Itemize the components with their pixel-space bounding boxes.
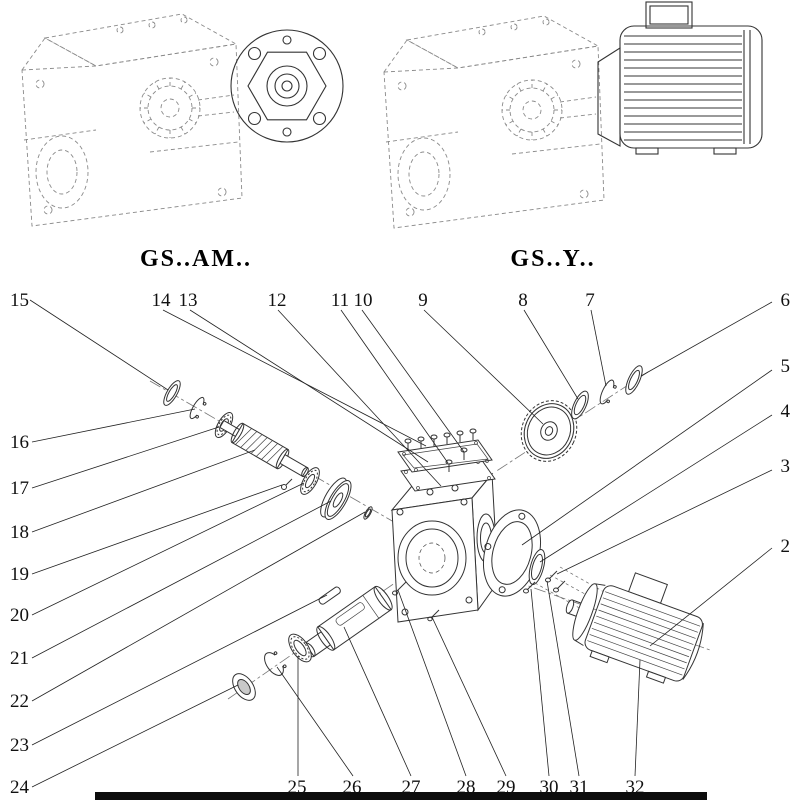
assembled-view-gsam — [21, 13, 344, 227]
part-housing — [390, 472, 499, 623]
part-circlip-7 — [599, 379, 617, 405]
part-motor-32 — [565, 572, 704, 684]
callout-21: 21 — [10, 648, 29, 669]
part-washer-24 — [232, 673, 256, 701]
output-flange — [230, 29, 344, 143]
callout-13: 13 — [179, 290, 198, 311]
part-key-23 — [318, 586, 341, 605]
model-label-gsam: GS..AM.. — [140, 246, 252, 272]
callout-8: 8 — [518, 290, 528, 311]
callout-4: 4 — [781, 401, 791, 422]
bottom-edge-bar — [95, 792, 707, 800]
callout-15: 15 — [10, 290, 29, 311]
terminal-box — [645, 1, 693, 29]
callout-19: 19 — [10, 564, 29, 585]
callout-23: 23 — [10, 735, 29, 756]
callout-14: 14 — [152, 290, 172, 311]
part-ring-6 — [625, 365, 643, 395]
callout-17: 17 — [10, 478, 29, 499]
assembled-view-gsy — [383, 1, 763, 229]
model-label-gsy: GS..Y.. — [510, 246, 595, 272]
callout-9: 9 — [418, 290, 428, 311]
part-screws-3-30-31 — [523, 566, 605, 611]
part-worm-wheel-21 — [320, 477, 352, 520]
part-bearing-20 — [300, 467, 320, 495]
callout-22: 22 — [10, 691, 29, 712]
callout-3: 3 — [781, 456, 791, 477]
callout-10: 10 — [354, 290, 373, 311]
part-cover-plate — [397, 439, 493, 473]
part-spacer-8 — [571, 390, 589, 420]
callout-16: 16 — [10, 432, 29, 453]
part-bolt-11 — [445, 459, 453, 472]
callout-20: 20 — [10, 605, 29, 626]
assembled-motor — [597, 1, 763, 155]
part-screw-28 — [392, 581, 407, 596]
part-oil-seal-15 — [163, 380, 181, 406]
callout-12: 12 — [268, 290, 287, 311]
callout-2: 2 — [781, 536, 791, 557]
part-ring-22 — [363, 506, 373, 520]
callout-24: 24 — [10, 777, 30, 798]
part-circlip-16 — [189, 396, 207, 420]
callout-6: 6 — [781, 290, 791, 311]
callout-11: 11 — [331, 290, 349, 311]
part-circlip-26 — [264, 651, 287, 676]
part-output-shaft-27 — [303, 585, 393, 658]
part-bearing-25 — [288, 633, 312, 663]
part-plug-29 — [427, 609, 440, 622]
callout-7: 7 — [585, 290, 595, 311]
leader-lines — [29, 299, 773, 788]
part-pin-19 — [281, 478, 293, 490]
callout-5: 5 — [781, 356, 791, 377]
part-worm-shaft-18 — [219, 419, 309, 478]
callout-18: 18 — [10, 522, 29, 543]
